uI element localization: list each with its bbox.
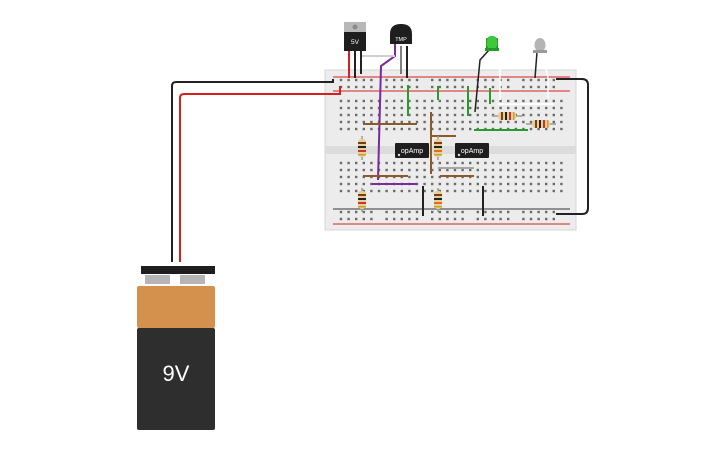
battery-negative-wire [171,79,334,262]
grey-led [533,38,547,53]
green-led-lead [474,49,490,113]
resistor-3 [358,188,366,212]
green-led [485,36,499,51]
battery-label: 9V [163,361,190,386]
wires [171,44,589,262]
opamp-2-label: opAmp [461,148,483,155]
opamp-1: opAmp [395,143,429,158]
sensor-label: TMP [395,37,407,43]
breadboard [324,69,577,231]
battery-9v: 9V [137,266,215,430]
battery-positive-wire [179,86,341,262]
resistor-6 [526,120,556,128]
grey-led-lead [534,51,538,79]
temperature-sensor: TMP [390,24,412,44]
green-led-lead-2 [494,49,501,100]
voltage-regulator: 5V [344,22,366,51]
resistors [358,112,556,212]
grey-led-lead-2 [542,51,549,98]
rail-jumper-wire [556,78,589,215]
resistor-4 [434,188,442,212]
resistor-5 [492,112,522,120]
resistor-2 [434,136,442,160]
opamp-1-label: opAmp [401,148,423,155]
resistor-1 [358,136,366,160]
regulator-label: 5V [351,39,360,46]
opamp-2: opAmp [455,143,489,158]
